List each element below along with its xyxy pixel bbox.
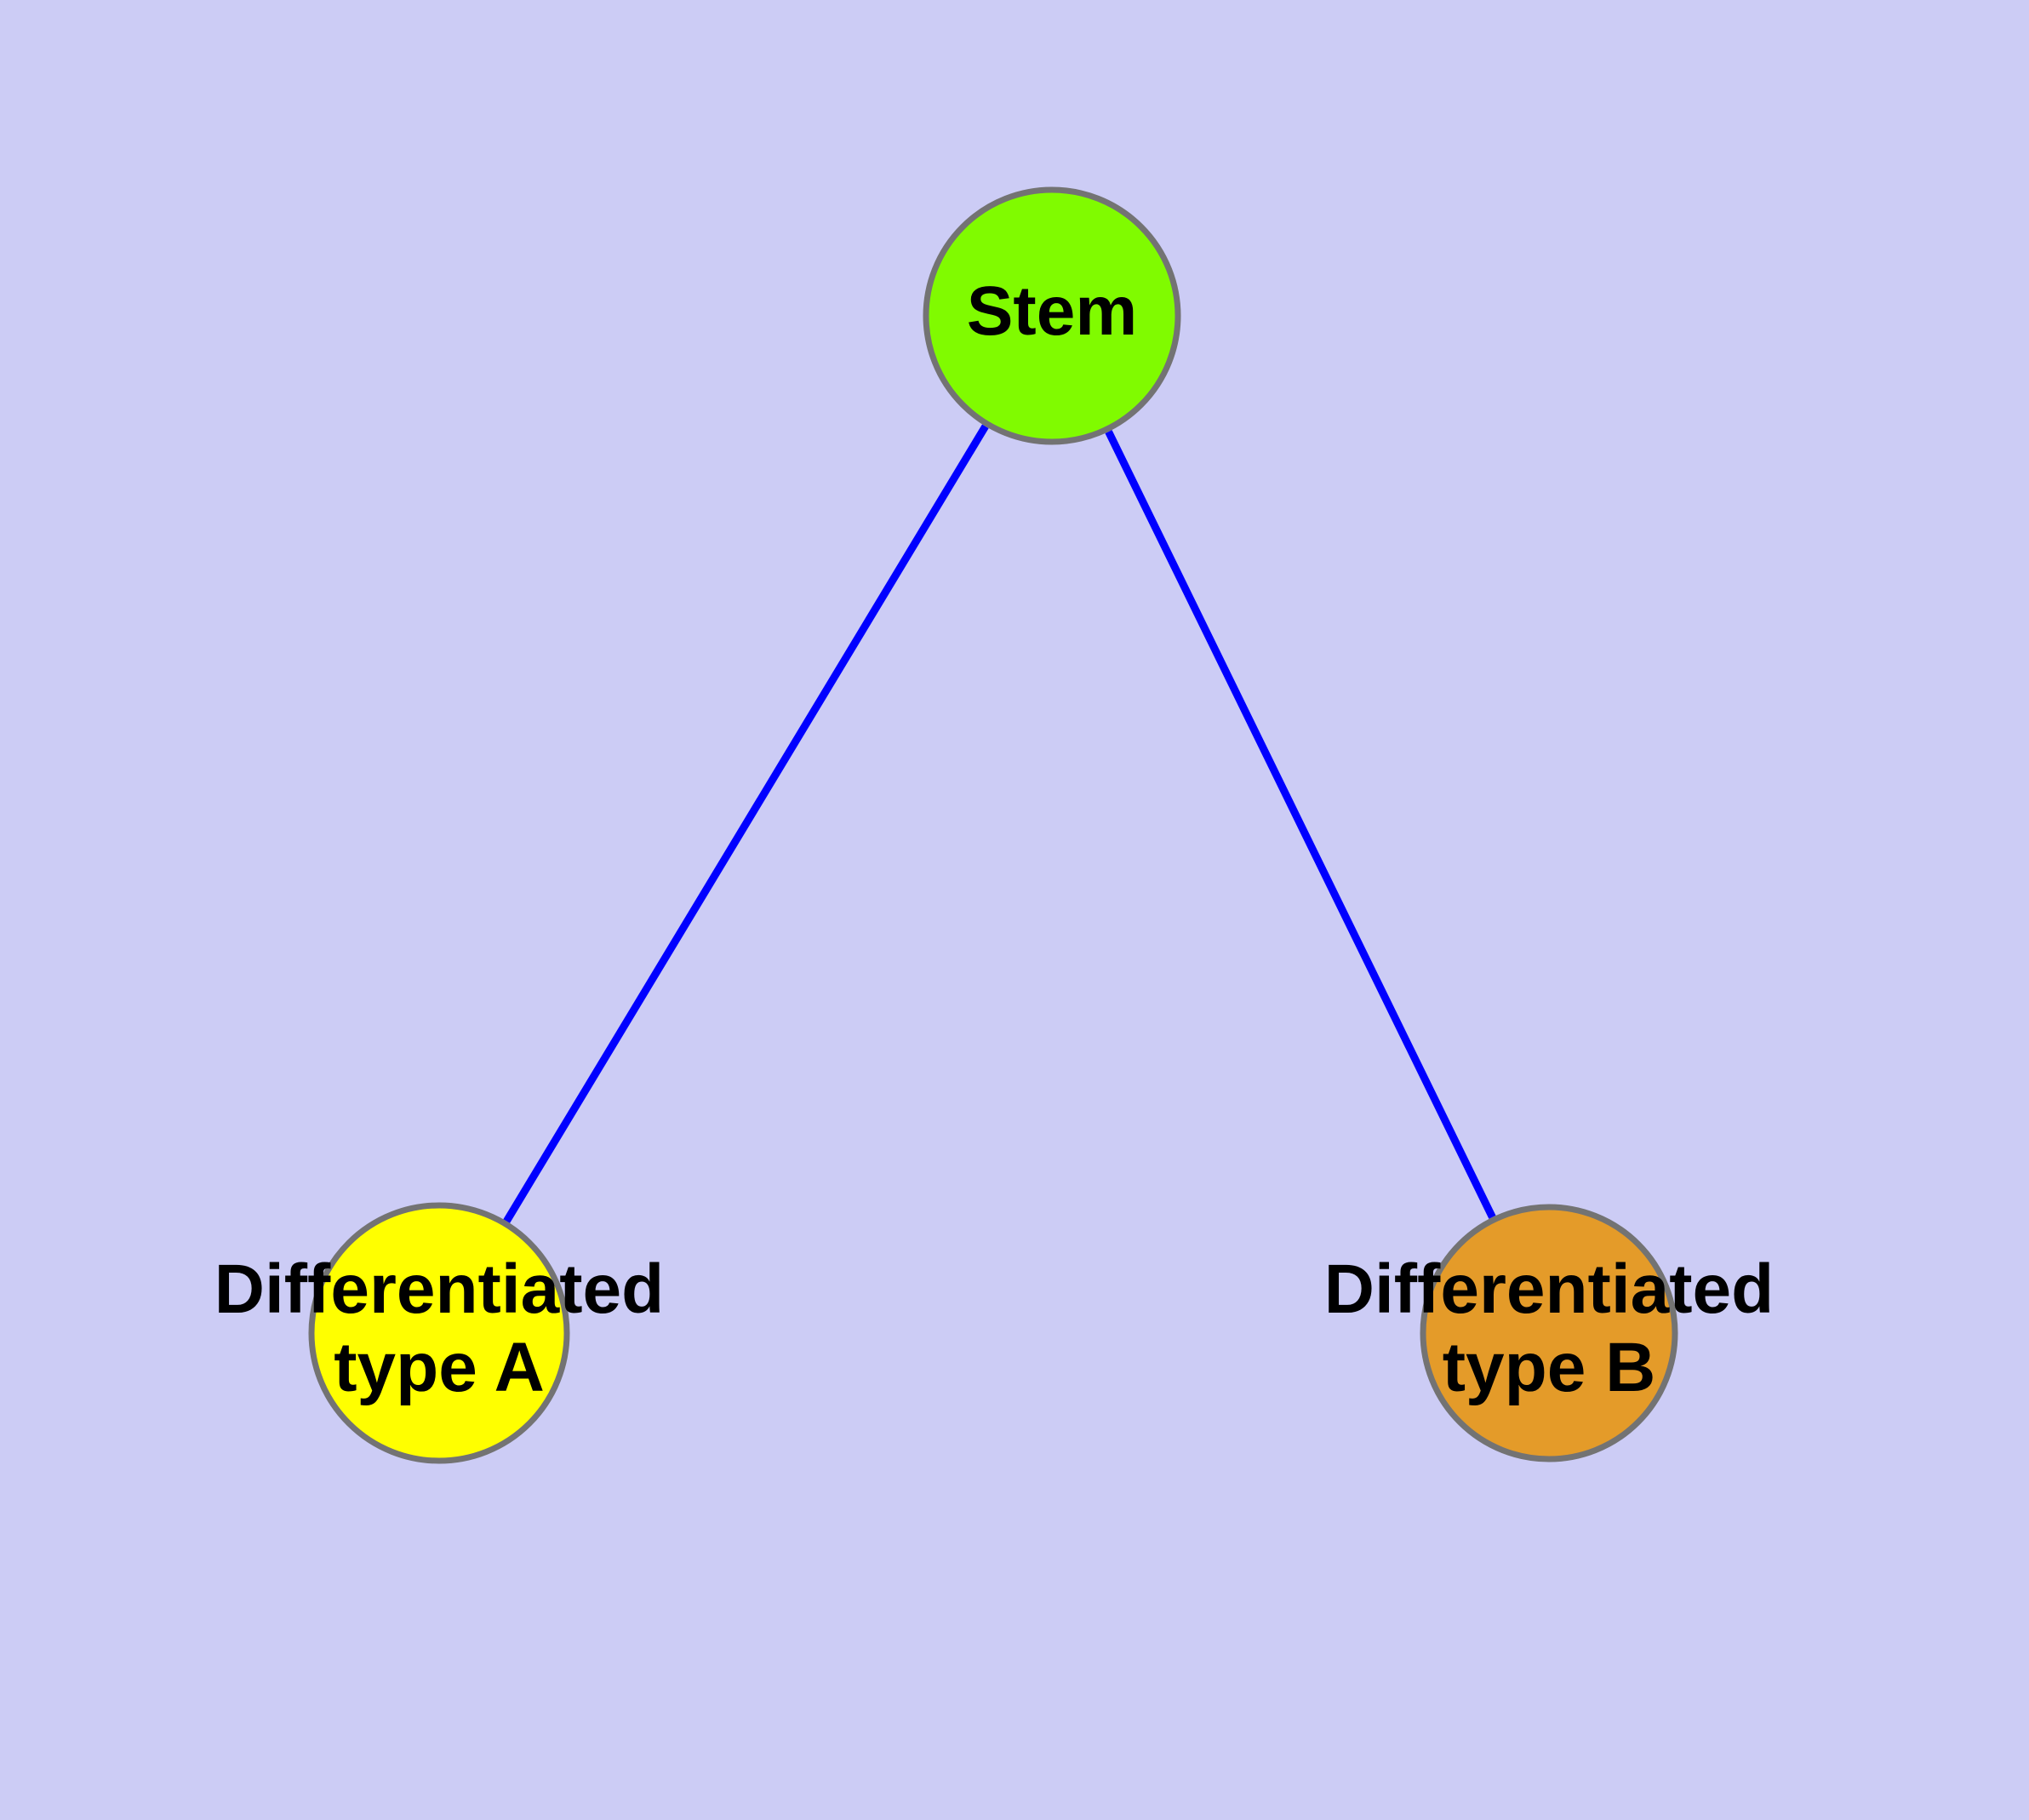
node-label-line: type B bbox=[1443, 1329, 1656, 1406]
node-diff_a[interactable] bbox=[308, 1202, 570, 1464]
edge-stem-diff-b[interactable] bbox=[1105, 430, 1496, 1219]
edges-layer bbox=[503, 424, 1496, 1223]
node-label-line: Stem bbox=[967, 272, 1138, 350]
node-label-line: Differentiated bbox=[214, 1251, 665, 1328]
node-label-stem: Stem bbox=[967, 272, 1138, 350]
node-label-line: type A bbox=[334, 1329, 545, 1406]
edge-stem-diff-a[interactable] bbox=[503, 424, 989, 1223]
node-stem[interactable] bbox=[923, 186, 1181, 445]
nodes-layer bbox=[308, 186, 1678, 1464]
node-diff_b[interactable] bbox=[1420, 1204, 1678, 1462]
node-label-line: Differentiated bbox=[1324, 1251, 1775, 1328]
